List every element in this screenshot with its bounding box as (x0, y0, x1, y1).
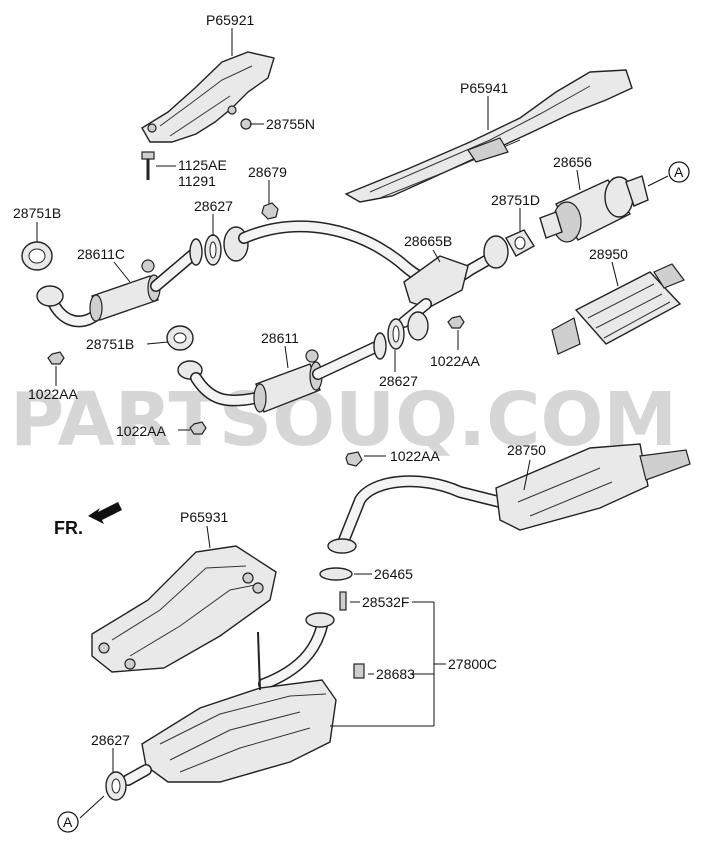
front-direction-indicator: FR. (54, 502, 122, 538)
front-pipe-28611[interactable] (177, 332, 387, 413)
leader-lines (36, 28, 619, 819)
catalytic-converter-28950[interactable] (551, 263, 685, 355)
front-label: FR. (54, 518, 83, 538)
callout-p65941[interactable]: P65941 (460, 80, 508, 96)
callout-28683[interactable]: 28683 (376, 666, 415, 682)
gasket-28627-upper[interactable] (204, 234, 222, 266)
connector-a-top-label: A (674, 164, 684, 180)
heat-protector-p65941[interactable] (344, 69, 633, 203)
nut-1022aa-right[interactable] (447, 315, 465, 329)
watermark: PARTSOUQ.COM (10, 377, 677, 463)
connector-a-bottom-label: A (63, 814, 73, 830)
gasket-28751d[interactable] (505, 229, 535, 257)
callout-28532f[interactable]: 28532F (362, 594, 409, 610)
bolt-1125ae[interactable] (141, 151, 155, 180)
stud-28532f[interactable] (339, 591, 347, 611)
heat-protector-p65931[interactable] (91, 545, 277, 673)
callout-28627-a[interactable]: 28627 (194, 198, 233, 214)
nut-1022aa-left[interactable] (47, 351, 65, 365)
gasket-28627-bottom[interactable] (105, 771, 127, 801)
callout-26465[interactable]: 26465 (374, 566, 413, 582)
gasket-26465[interactable] (319, 567, 353, 581)
muffler-28656[interactable] (539, 175, 669, 243)
callout-1022aa-b[interactable]: 1022AA (430, 353, 480, 369)
callout-1125ae[interactable]: 1125AE (178, 157, 227, 173)
callout-28751d[interactable]: 28751D (491, 192, 540, 208)
nut-1022aa-mid[interactable] (189, 421, 207, 435)
connector-marker-a-top: A (668, 161, 690, 183)
callout-28611[interactable]: 28611 (261, 330, 299, 346)
callout-28751b-top[interactable]: 28751B (13, 205, 61, 221)
callout-28750[interactable]: 28750 (507, 442, 546, 458)
callout-labels: P65921 28755N 1125AE 11291 28679 28627 2… (13, 12, 628, 748)
callout-11291[interactable]: 11291 (178, 173, 216, 189)
callout-p65931[interactable]: P65931 (180, 509, 228, 525)
callout-28755n[interactable]: 28755N (266, 116, 315, 132)
nut-28679[interactable] (261, 202, 279, 220)
callout-28665b[interactable]: 28665B (404, 233, 452, 249)
callout-27800c[interactable]: 27800C (448, 656, 497, 672)
tail-muffler-28750[interactable] (327, 443, 691, 554)
gasket-28751b-top[interactable] (21, 241, 53, 271)
callout-1022aa-d[interactable]: 1022AA (390, 448, 440, 464)
callout-28611c[interactable]: 28611C (77, 246, 125, 262)
connector-marker-a-bottom: A (57, 811, 79, 833)
callout-28656[interactable]: 28656 (553, 154, 592, 170)
callout-28950[interactable]: 28950 (589, 246, 628, 262)
callout-p65921[interactable]: P65921 (206, 12, 254, 28)
callout-28627-c[interactable]: 28627 (91, 732, 130, 748)
front-pipe-28611c[interactable] (36, 238, 203, 328)
heat-protector-p65921[interactable] (141, 51, 275, 143)
callout-1022aa-a[interactable]: 1022AA (28, 386, 78, 402)
nut-1022aa-lower[interactable] (345, 451, 363, 467)
callout-28679[interactable]: 28679 (248, 164, 287, 180)
center-pipe-28665b[interactable] (223, 220, 509, 341)
front-arrow-icon (88, 502, 122, 524)
gasket-28627-middle[interactable] (387, 318, 405, 350)
main-muffler-27800c[interactable] (122, 612, 337, 786)
callout-1022aa-c[interactable]: 1022AA (116, 423, 166, 439)
callout-28627-b[interactable]: 28627 (379, 373, 418, 389)
gasket-28751b-mid[interactable] (166, 325, 194, 351)
callout-28751b-mid[interactable]: 28751B (86, 336, 134, 352)
clip-28755n[interactable] (240, 118, 252, 130)
hanger-28683[interactable] (353, 663, 365, 679)
